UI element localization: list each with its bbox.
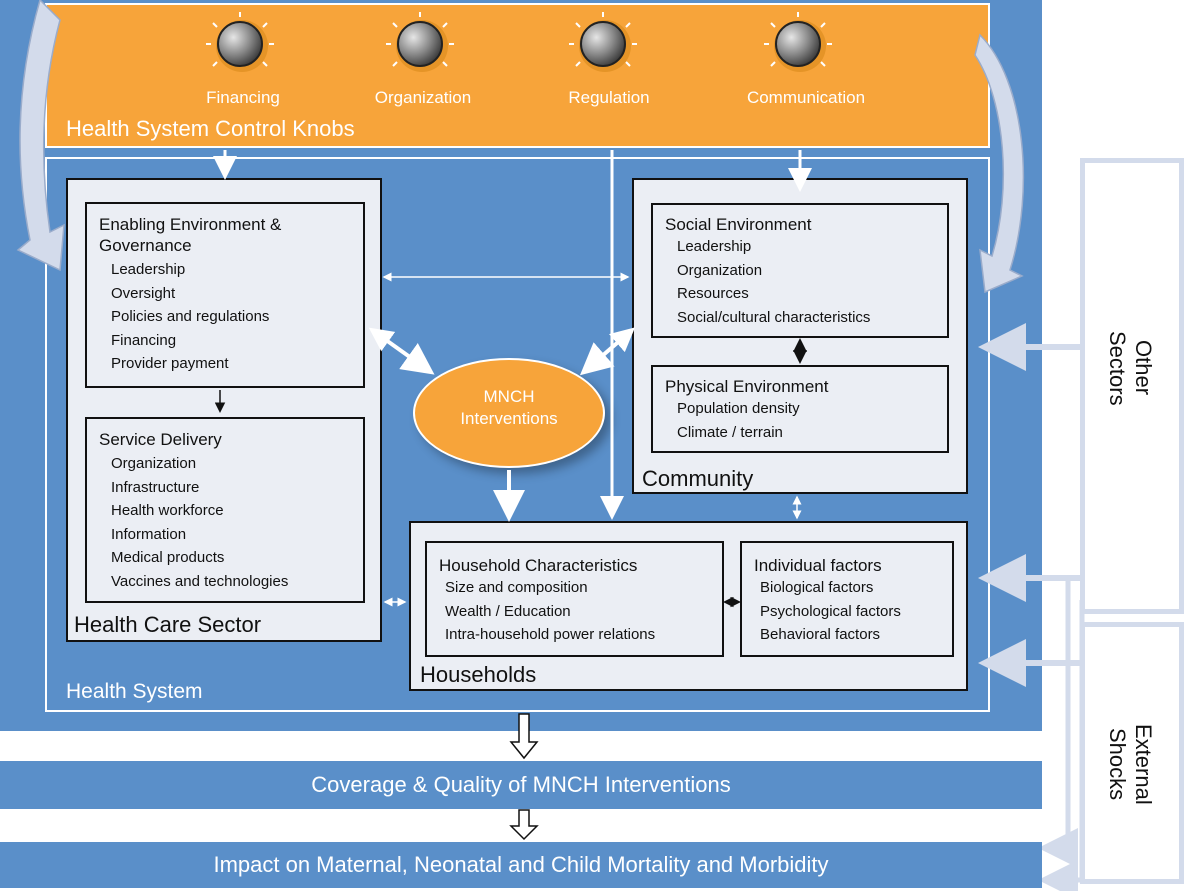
service-delivery-item: Information [111, 525, 187, 543]
down-arrow-icon [509, 809, 539, 841]
service-delivery-item: Health workforce [111, 502, 224, 519]
household-characteristics-box: Household Characteristics Size and compo… [425, 541, 724, 657]
social-item: Social/cultural characteristics [677, 308, 871, 326]
knob-label-organization: Organization [374, 88, 472, 107]
other-sectors-box [1080, 158, 1184, 614]
service-delivery-box: Service Delivery Organization Infrastruc… [85, 417, 365, 603]
social-item: Leadership [677, 238, 752, 255]
enabling-item: Financing [111, 331, 177, 349]
individual-factors-title: Individual factors [754, 556, 882, 575]
enabling-item: Leadership [111, 261, 186, 278]
control-knobs-title: Health System Control Knobs [66, 116, 355, 141]
health-system-label: Health System [66, 680, 203, 703]
health-system-panel [45, 157, 990, 712]
knob-financing-icon [206, 12, 274, 72]
enabling-title-line2: Governance [99, 236, 192, 255]
service-delivery-item: Infrastructure [111, 478, 200, 496]
social-environment-title: Social Environment [665, 215, 812, 234]
impact-band: Impact on Maternal, Neonatal and Child M… [0, 842, 1042, 888]
knob-dials [206, 12, 832, 72]
enabling-item: Policies and regulations [111, 308, 270, 325]
individual-factors-box: Individual factors Biological factors Ps… [740, 541, 954, 657]
physical-environment-title: Physical Environment [665, 377, 829, 396]
down-arrow-icon [509, 713, 539, 760]
health-care-sector-label: Health Care Sector [74, 612, 262, 637]
knob-label-financing: Financing [206, 88, 280, 107]
mnch-line2: Interventions [460, 409, 558, 428]
physical-environment-box: Physical Environment Population density … [651, 365, 949, 453]
individual-item: Psychological factors [760, 602, 901, 620]
mnch-line1: MNCH [483, 387, 535, 406]
knob-communication-icon [764, 12, 832, 72]
enabling-environment-box: Enabling Environment & Governance Leader… [85, 202, 365, 388]
coverage-quality-band: Coverage & Quality of MNCH Interventions [0, 761, 1042, 809]
social-item: Resources [677, 285, 749, 302]
left-curved-arrow-icon [16, 0, 65, 272]
household-characteristics-title: Household Characteristics [439, 556, 638, 575]
physical-item: Climate / terrain [677, 423, 783, 441]
household-item: Size and composition [445, 579, 588, 596]
enabling-item: Provider payment [111, 355, 229, 372]
community-label: Community [642, 466, 754, 491]
control-knobs-panel [45, 3, 990, 148]
knob-organization-icon [386, 12, 454, 72]
individual-item: Behavioral factors [760, 626, 881, 643]
external-shocks-box [1080, 622, 1184, 884]
social-item: Organization [677, 261, 763, 279]
enabling-title-line1: Enabling Environment & [99, 215, 282, 234]
service-delivery-item: Vaccines and technologies [111, 572, 289, 590]
household-item: Intra-household power relations [445, 626, 656, 643]
enabling-item: Oversight [111, 284, 176, 302]
knob-regulation-icon [569, 12, 637, 72]
service-delivery-item: Organization [111, 455, 197, 472]
right-curved-arrow-icon [974, 33, 1025, 294]
social-environment-box: Social Environment Leadership Organizati… [651, 203, 949, 338]
service-delivery-title: Service Delivery [99, 430, 222, 449]
households-label: Households [420, 662, 537, 687]
knob-label-regulation: Regulation [568, 88, 650, 107]
individual-item: Biological factors [760, 579, 874, 596]
physical-item: Population density [677, 400, 800, 417]
knob-label-communication: Communication [746, 88, 866, 107]
service-delivery-item: Medical products [111, 549, 225, 566]
household-item: Wealth / Education [445, 602, 571, 620]
mnch-interventions-ellipse: MNCH Interventions [413, 358, 605, 468]
